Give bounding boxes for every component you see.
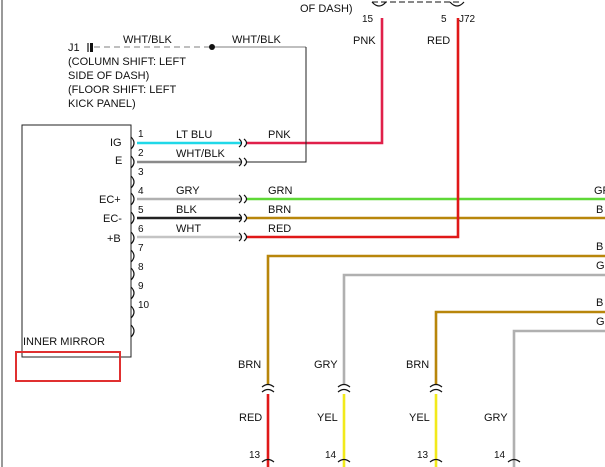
terminal-plus-b: +B: [107, 233, 121, 245]
wire-red: [246, 18, 460, 239]
j72-label: J72: [459, 14, 476, 25]
bottom-label-brn-1: BRN: [238, 359, 261, 371]
junction-dot: [209, 44, 215, 50]
bottom-label-gry-2: GRY: [484, 412, 508, 424]
bottom-pin-14-b: 14: [494, 450, 506, 461]
inner-mirror-title: INNER MIRROR: [23, 336, 105, 348]
wire-label-red-top: RED: [427, 35, 450, 47]
wire-label-gry: GRY: [176, 185, 200, 197]
j1-label: J1: [68, 42, 80, 54]
edge-label-6: G: [596, 316, 605, 328]
inner-mirror-component: INNER MIRROR IG E EC+ EC- +B 1 2 3 4 5 6…: [15, 124, 150, 382]
note-line-2: SIDE OF DASH): [68, 70, 149, 82]
wire-label-red: RED: [268, 223, 291, 235]
note-line-3: (FLOOR SHIFT: LEFT: [68, 84, 176, 96]
wire-label-lt-blu: LT BLU: [176, 129, 212, 141]
pin-6: 6: [138, 224, 144, 235]
pin-4: 4: [138, 186, 144, 197]
wire-label-grn: GRN: [268, 185, 293, 197]
pin-5-label: 5: [441, 14, 447, 25]
pin-10: 10: [138, 300, 150, 311]
wire-label-pnk: PNK: [268, 129, 291, 141]
junction-j1: J1 WHT/BLK WHT/BLK (COLUMN SHIFT: LEFT S…: [68, 34, 306, 110]
wire-label-pnk-top: PNK: [353, 35, 376, 47]
terminal-ec-plus: EC+: [99, 194, 121, 206]
wht-blk-label-left: WHT/BLK: [123, 34, 173, 46]
edge-label-3: B: [596, 241, 603, 253]
wire-brn-riser-1: [266, 254, 605, 385]
edge-label-2: B: [596, 204, 603, 216]
edge-labels: GR B B G B G: [594, 185, 605, 328]
bottom-label-brn-2: BRN: [406, 359, 429, 371]
bottom-pin-13-a: 13: [249, 450, 261, 461]
wire-label-brn: BRN: [268, 204, 291, 216]
lower-harness: BRN GRY BRN RED YEL YEL GRY 13 14 13 14: [238, 254, 605, 467]
bottom-label-red: RED: [239, 412, 262, 424]
wht-blk-label-right: WHT/BLK: [232, 34, 282, 46]
bottom-label-gry-1: GRY: [314, 359, 338, 371]
wire-label-wht-blk: WHT/BLK: [176, 148, 226, 160]
terminal-e: E: [115, 155, 122, 167]
wire-gry-riser-1: [342, 273, 605, 385]
edge-label-5: B: [596, 297, 603, 309]
note-line-4: KICK PANEL): [68, 98, 136, 110]
edge-label-1: GR: [594, 185, 605, 197]
pin-8: 8: [138, 262, 144, 273]
pin-2: 2: [138, 148, 144, 159]
pin-1: 1: [138, 129, 144, 140]
highlight-box: [15, 351, 121, 382]
bottom-pin-14-a: 14: [325, 450, 337, 461]
note-line-1: (COLUMN SHIFT: LEFT: [68, 56, 186, 68]
wire-gry-riser-2: [512, 329, 605, 467]
connector-j72: OF DASH) 15 5 J72 PNK RED: [300, 1, 476, 47]
wire-wht-blk-riser: [246, 47, 307, 163]
wire-pnk: [246, 18, 384, 145]
pin-9: 9: [138, 281, 144, 292]
pin-7: 7: [138, 243, 144, 254]
wires: LT BLU WHT/BLK GRY BLK WHT PNK GRN BRN R…: [137, 18, 605, 242]
terminal-ec-minus: EC-: [103, 213, 122, 225]
pin-5: 5: [138, 205, 144, 216]
pin-3: 3: [138, 167, 144, 178]
terminal-ig: IG: [110, 137, 122, 149]
wire-label-blk: BLK: [176, 204, 197, 216]
wire-brn-riser-2: [434, 310, 605, 385]
dash-label: OF DASH): [300, 3, 353, 15]
bottom-label-yel-2: YEL: [409, 412, 430, 424]
wire-label-wht: WHT: [176, 223, 201, 235]
bottom-pin-13-b: 13: [417, 450, 429, 461]
edge-label-4: G: [596, 260, 605, 272]
pin-15-label: 15: [362, 14, 374, 25]
bottom-label-yel-1: YEL: [317, 412, 338, 424]
